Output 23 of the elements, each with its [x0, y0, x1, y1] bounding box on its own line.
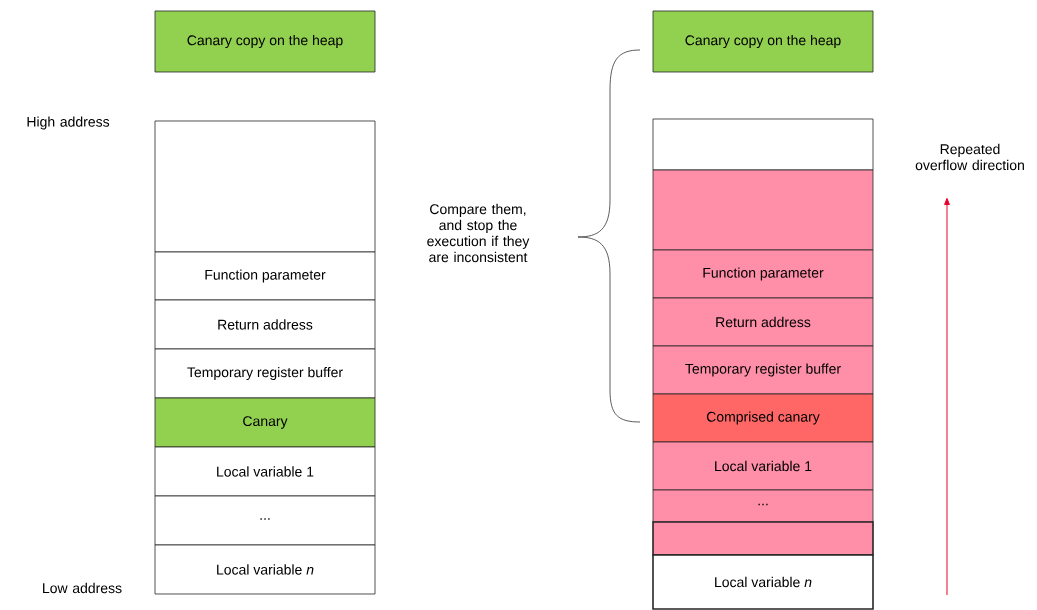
memory-slot: Comprised canary	[652, 393, 874, 443]
memory-slot: Local variable 1	[652, 441, 874, 491]
memory-slot	[652, 521, 874, 556]
memory-slot: Temporary register buffer	[652, 345, 874, 395]
address-label: Low address	[43, 582, 122, 594]
direction-label: Repeated overflow direction	[915, 143, 1024, 171]
memory-slot: ...	[154, 495, 376, 546]
memory-slot: Return address	[652, 297, 874, 347]
memory-slot: Return address	[154, 299, 376, 350]
address-label: High address	[27, 116, 110, 130]
memory-slot	[652, 118, 874, 171]
memory-slot	[652, 169, 874, 251]
memory-slot: Temporary register buffer	[154, 348, 376, 399]
memory-slot: Local variable 1	[154, 446, 376, 497]
memory-slot: Function parameter	[652, 249, 874, 299]
memory-slot: Canary	[154, 397, 376, 448]
note: Compare them, and stop the execution if they are inconsistent	[427, 203, 530, 263]
memory-slot: Canary copy on the heap	[154, 10, 376, 73]
memory-slot: Local variable n	[154, 544, 376, 595]
memory-slot: Local variable n	[652, 554, 874, 610]
memory-slot: Function parameter	[154, 251, 376, 301]
memory-slot: ...	[652, 489, 874, 523]
memory-slot: Canary copy on the heap	[652, 10, 874, 73]
